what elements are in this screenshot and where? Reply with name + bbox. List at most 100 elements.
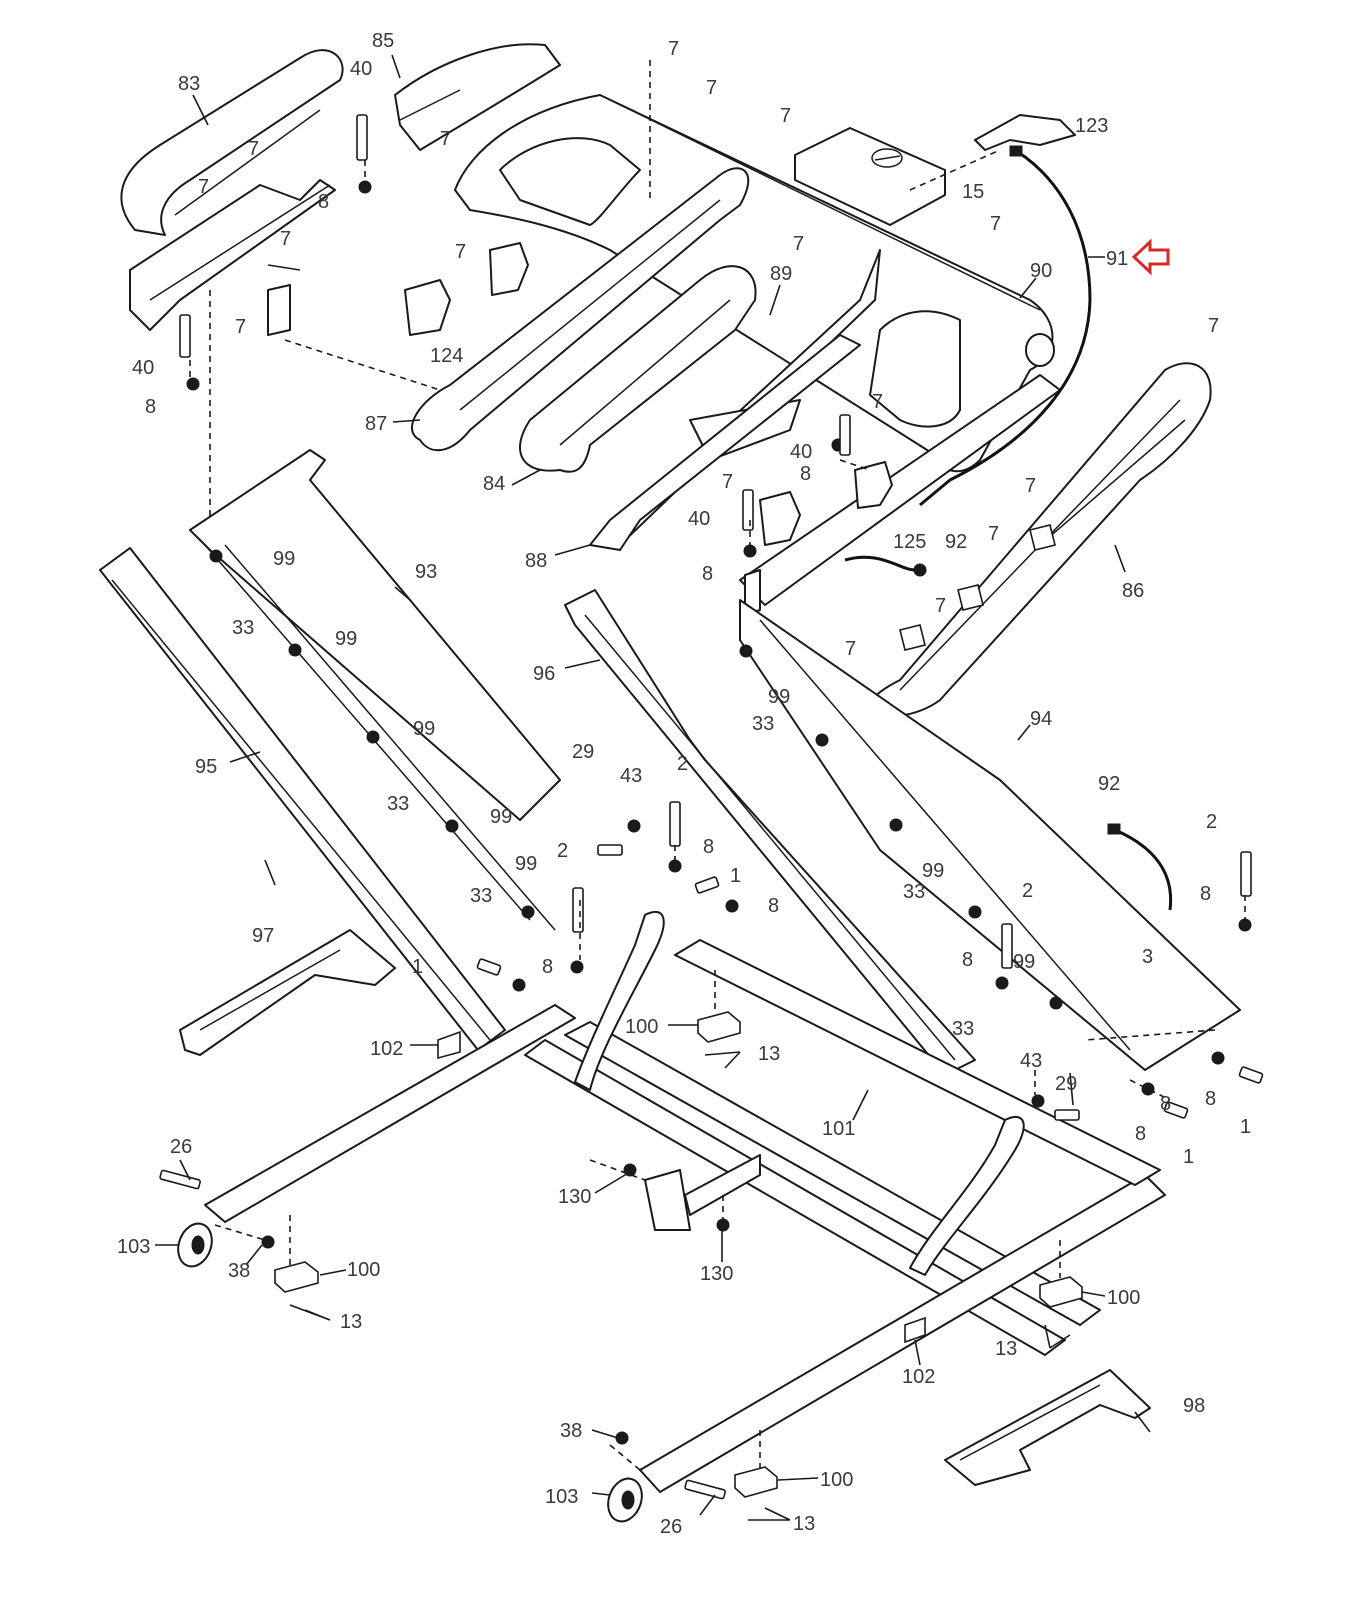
bolts [159,114,1264,1500]
callout-33: 33 [952,1018,974,1040]
callout-8: 8 [1205,1088,1216,1110]
left-upright-arm [574,910,665,1091]
callout-92: 92 [1098,773,1120,795]
callout-89: 89 [770,263,792,285]
callout-90: 90 [1030,260,1052,282]
callout-88: 88 [525,550,547,572]
callout-13: 13 [758,1043,780,1065]
callout-13: 13 [340,1311,362,1333]
callout-8: 8 [702,563,713,585]
highlight-arrow-icon [1131,238,1170,276]
part-83-handrail-left [120,49,344,236]
callout-99: 99 [413,718,435,740]
callout-7: 7 [440,128,451,150]
part-92-wire [844,555,1173,911]
callout-103: 103 [545,1486,578,1508]
callout-99: 99 [335,628,357,650]
callout-102: 102 [370,1038,403,1060]
callout-100: 100 [625,1016,658,1038]
callout-125: 125 [893,531,926,553]
callout-1: 1 [730,865,741,887]
part-93-left-deck-rail [189,449,561,931]
callout-92: 92 [945,531,967,553]
callout-43: 43 [620,765,642,787]
part-98-rail-cover-right [944,1369,1151,1486]
callout-13: 13 [793,1513,815,1535]
callout-102: 102 [902,1366,935,1388]
callout-7: 7 [235,316,246,338]
callout-98: 98 [1183,1395,1205,1417]
callout-7: 7 [793,233,804,255]
callout-96: 96 [533,663,555,685]
callout-38: 38 [228,1260,250,1282]
part-87-hood-trim [410,167,750,452]
callout-7: 7 [988,523,999,545]
part-101-base-frame [204,939,1166,1493]
wheels [177,1222,643,1523]
callout-8: 8 [800,463,811,485]
callout-87: 87 [365,413,387,435]
callout-7: 7 [872,391,883,413]
callout-33: 33 [387,793,409,815]
callout-8: 8 [542,956,553,978]
callout-100: 100 [820,1469,853,1491]
callout-8: 8 [962,949,973,971]
callout-40: 40 [790,441,812,463]
callout-40: 40 [688,508,710,530]
callout-7: 7 [935,595,946,617]
assembly-lines [189,60,1246,1471]
callout-7: 7 [706,77,717,99]
callout-15: 15 [962,181,984,203]
callout-3: 3 [1142,946,1153,968]
callout-97: 97 [252,925,274,947]
callout-86: 86 [1122,580,1144,602]
callout-8: 8 [145,396,156,418]
callout-124: 124 [430,345,463,367]
callout-83: 83 [178,73,200,95]
callout-130: 130 [700,1263,733,1285]
callout-40: 40 [350,58,372,80]
callout-1: 1 [1240,1116,1251,1138]
callout-7: 7 [1025,475,1036,497]
part-88-hood-rail-lower [589,334,861,551]
callout-labels: 83 85 40 7 7 7 7 7 7 7 7 7 7 7 7 7 7 7 7… [117,30,1251,1538]
callout-95: 95 [195,756,217,778]
callout-8: 8 [1160,1093,1171,1115]
part-102-labels [437,1030,926,1344]
callout-100: 100 [347,1259,380,1281]
callout-7: 7 [668,38,679,60]
part-124-brackets [404,242,529,336]
part-84-hood-center [519,265,757,473]
callout-99: 99 [768,686,790,708]
callout-99: 99 [273,548,295,570]
callout-99: 99 [515,853,537,875]
callout-8: 8 [703,836,714,858]
callout-33: 33 [752,713,774,735]
callout-7: 7 [845,638,856,660]
upright-bracket-left [129,179,336,336]
callout-103: 103 [117,1236,150,1258]
part-86-handrail-right [866,362,1212,718]
callout-85: 85 [372,30,394,52]
callout-26: 26 [660,1516,682,1538]
callout-13: 13 [995,1338,1017,1360]
callout-26: 26 [170,1136,192,1158]
callout-7: 7 [780,105,791,127]
leader-lines [155,54,1151,1521]
right-upright-arm [909,1115,1025,1276]
callout-123: 123 [1075,115,1108,137]
callout-33: 33 [470,885,492,907]
callout-94: 94 [1030,708,1052,730]
part-94-right-deck-rail [739,599,1241,1071]
callout-93: 93 [415,561,437,583]
callout-29: 29 [572,741,594,763]
callout-130: 130 [558,1186,591,1208]
callout-101: 101 [822,1118,855,1140]
callout-33: 33 [903,881,925,903]
part-97-rail-cover-left [179,929,396,1056]
part-85-hood-side [394,43,561,151]
callout-8: 8 [1200,883,1211,905]
callout-1: 1 [1183,1146,1194,1168]
part-95-left-rail [99,547,506,1051]
